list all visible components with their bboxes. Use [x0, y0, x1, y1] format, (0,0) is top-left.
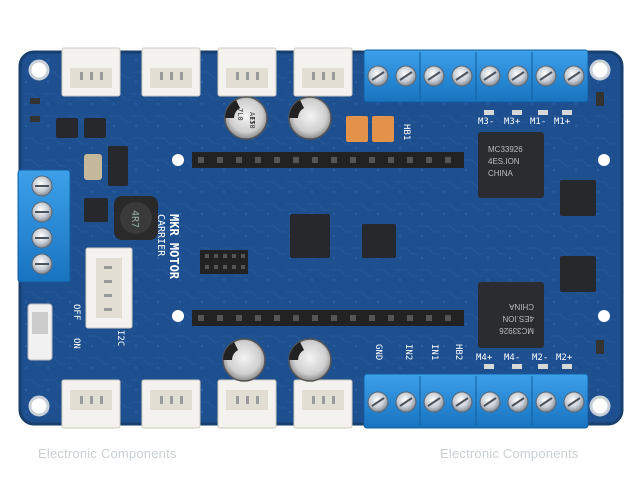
mounting-holes	[28, 59, 611, 417]
label-gnd: GND	[373, 344, 383, 360]
label-m4-plus: M4+	[476, 353, 493, 363]
label-m2-plus: M2+	[556, 353, 573, 363]
driver1-line3: CHINA	[488, 169, 514, 178]
small-pin-header	[200, 250, 248, 274]
header-pin	[255, 315, 261, 321]
board-title: MKR MOTOR	[167, 214, 181, 280]
label-i2c: I2C	[115, 330, 125, 346]
header-pin	[407, 315, 413, 321]
cap-text-2: AFT	[248, 112, 256, 125]
header-pin	[198, 157, 204, 163]
header-pin	[198, 315, 204, 321]
tantalum-capacitors	[346, 116, 394, 142]
header-pin	[217, 157, 223, 163]
power-switch	[27, 303, 53, 361]
header-pin	[388, 315, 394, 321]
label-off: OFF	[71, 304, 81, 320]
header-pin	[369, 157, 375, 163]
inductor-label: 4R7	[129, 210, 140, 228]
header-pin	[293, 157, 299, 163]
label-in2: IN2	[403, 344, 413, 360]
header-pin	[369, 315, 375, 321]
header-pin	[255, 157, 261, 163]
label-on: ON	[71, 338, 81, 349]
watermark-left: Electronic Components	[38, 446, 177, 461]
pin-header-bottom	[192, 310, 464, 326]
header-pin	[407, 157, 413, 163]
label-hb1: HB1	[401, 124, 411, 140]
motor-driver-chip-bottom: MC33926 4ES.ION CHINA	[478, 282, 544, 348]
header-pin	[426, 157, 432, 163]
i2c-connector	[85, 247, 133, 329]
header-pin	[426, 315, 432, 321]
header-pin	[350, 157, 356, 163]
header-pin	[388, 157, 394, 163]
header-pin	[350, 315, 356, 321]
driver2-line2: 4ES.ION	[502, 314, 534, 323]
motor-driver-chip-top: MC33926 4ES.ION CHINA	[478, 132, 544, 198]
header-pin	[236, 315, 242, 321]
header-pin	[331, 157, 337, 163]
board-subtitle: CARRIER	[155, 214, 166, 257]
label-m1-plus: M1+	[554, 117, 571, 127]
label-m3-minus: M3-	[478, 117, 494, 127]
label-m3-plus: M3+	[504, 117, 521, 127]
electrolytic-capacitors: 150 AFT 7L0	[222, 96, 332, 382]
power-terminal-block	[17, 169, 71, 283]
header-pin	[331, 315, 337, 321]
inductor: 4R7	[114, 196, 158, 240]
header-pin	[312, 157, 318, 163]
driver2-line1: MC33926	[499, 326, 534, 335]
silkscreen-labels: MKR MOTOR CARRIER OFF ON I2C GND IN2 IN1…	[71, 117, 573, 363]
cap-text-1: 150	[248, 116, 256, 129]
header-pin	[236, 157, 242, 163]
motor-terminal-bottom	[363, 373, 589, 429]
header-pin	[445, 315, 451, 321]
driver2-line3: CHINA	[508, 302, 534, 311]
label-m1-minus: M1-	[530, 117, 546, 127]
motor-terminal-top	[363, 49, 589, 103]
header-pin	[274, 157, 280, 163]
label-hb2: HB2	[453, 344, 463, 360]
header-pin	[217, 315, 223, 321]
misc-ics	[56, 118, 596, 292]
jst-connectors-top	[61, 47, 353, 97]
driver1-line2: 4ES.ION	[488, 157, 520, 166]
jst-connectors-bottom	[61, 379, 353, 429]
smd-components	[30, 92, 604, 369]
label-in1: IN1	[429, 344, 439, 360]
label-m2-minus: M2-	[532, 353, 548, 363]
header-pin	[445, 157, 451, 163]
watermark-right: Electronic Components	[440, 446, 579, 461]
label-m4-minus: M4-	[504, 353, 520, 363]
header-pin	[312, 315, 318, 321]
header-pin	[274, 315, 280, 321]
header-pin	[293, 315, 299, 321]
cap-text-3: 7L0	[236, 108, 244, 121]
pin-header-top	[192, 152, 464, 168]
driver1-line1: MC33926	[488, 145, 523, 154]
